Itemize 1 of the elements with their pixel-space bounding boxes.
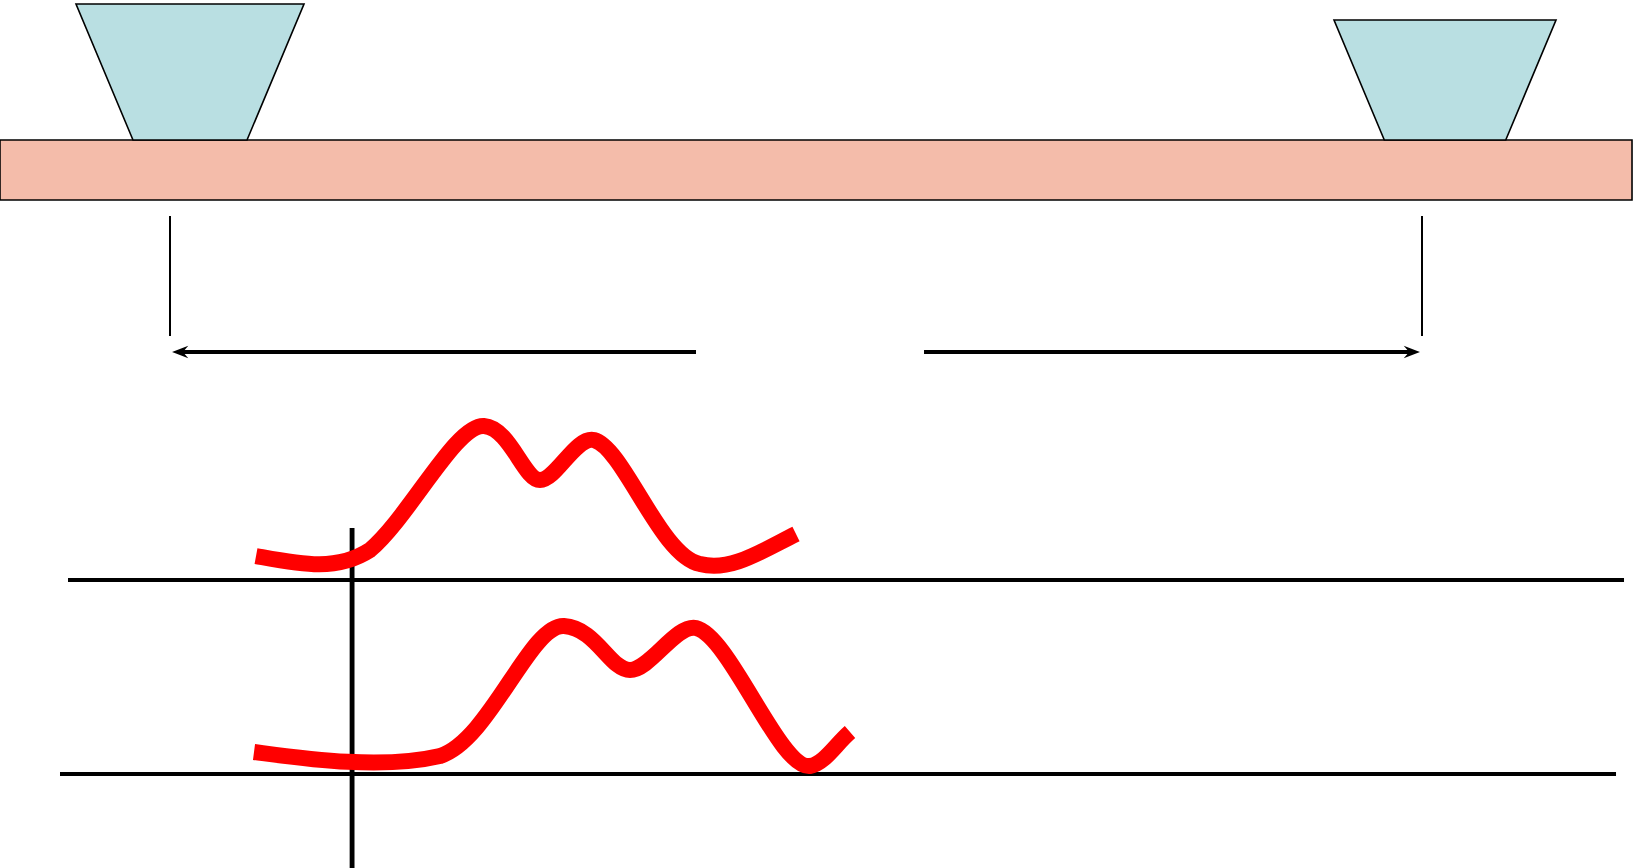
bar — [0, 139, 1633, 201]
